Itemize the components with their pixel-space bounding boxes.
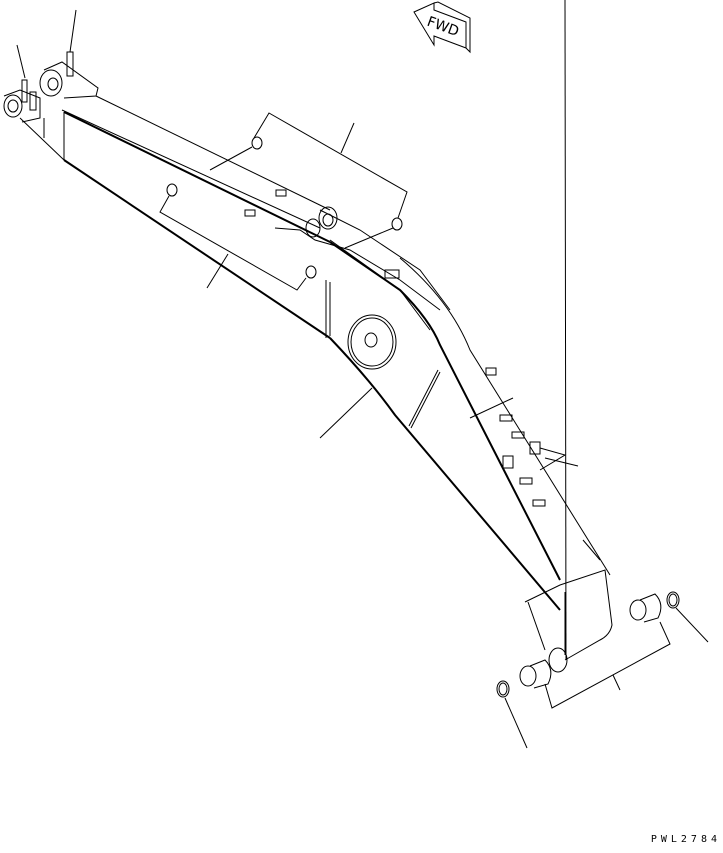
callout-upper-plugs bbox=[209, 112, 408, 249]
boom-top-pin-bosses bbox=[3, 51, 99, 123]
boom-foot bbox=[524, 0, 613, 673]
boom-body bbox=[19, 95, 611, 611]
pipe-clamps bbox=[469, 367, 601, 561]
foot-bushings bbox=[519, 593, 671, 709]
leader-line bbox=[319, 387, 373, 439]
drawing-code: PWL2784 bbox=[650, 834, 721, 845]
leader-line bbox=[69, 9, 77, 53]
foot-seal-right bbox=[666, 591, 709, 643]
forward-arrow-icon: FWD bbox=[413, 1, 471, 54]
leader-line bbox=[16, 44, 26, 79]
callout-side-plugs bbox=[159, 183, 317, 291]
cylinder-bracket bbox=[274, 206, 451, 331]
foot-seal-left bbox=[496, 680, 528, 749]
